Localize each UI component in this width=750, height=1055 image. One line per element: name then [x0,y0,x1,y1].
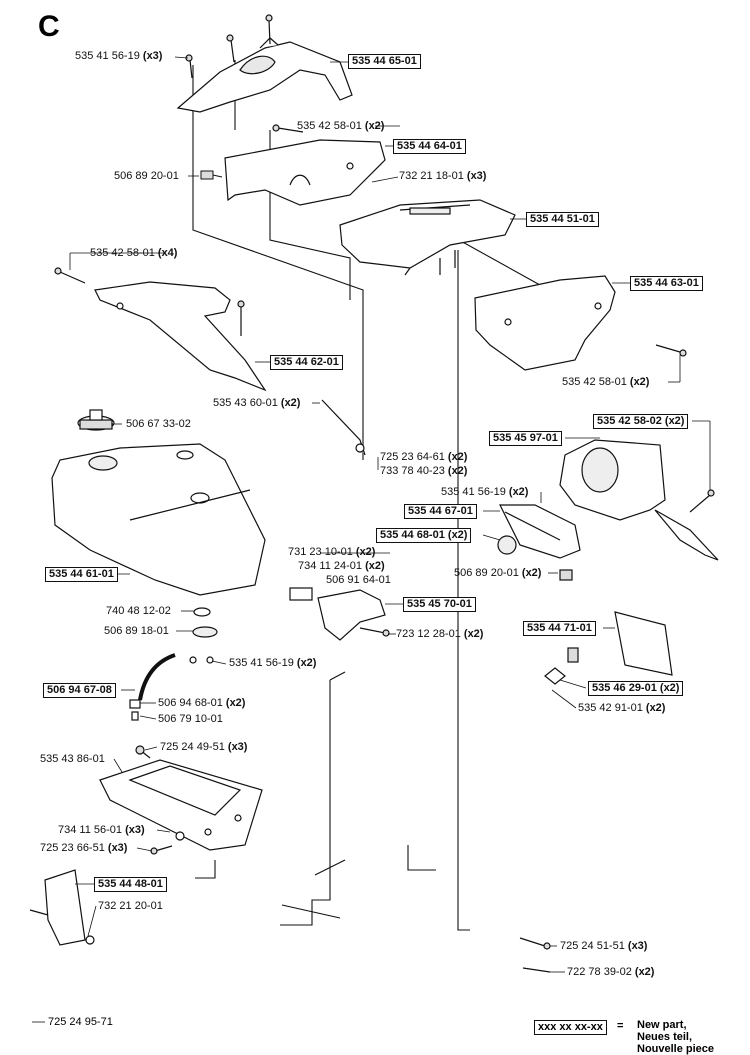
side-panel-left-part [94,281,267,392]
fuel-tank-part [51,443,266,596]
headlight-housing-part [559,439,719,561]
legend-equals: = [617,1020,624,1032]
part-label: 732 21 18-01 (x3) [399,170,487,182]
dashboard-panel-part [339,199,516,276]
clip-part [200,170,223,180]
bracket-part [224,139,386,206]
part-label: 535 42 58-01 (x2) [562,376,650,388]
part-label: 723 12 28-01 (x2) [396,628,484,640]
part-label: 535 42 58-01 (x2) [297,120,385,132]
part-label: 535 41 56-19 (x2) [441,486,529,498]
switch-bracket-part [289,399,386,641]
small-cover-part [29,869,95,946]
part-label: 725 24 51-51 (x3) [560,940,648,952]
bolt-5354258-a [272,124,304,133]
bolt-7231228 [359,627,390,637]
part-label-new: 535 46 29-01 (x2) [588,681,684,696]
top-cover-part [176,37,353,113]
part-label: 722 78 39-02 (x2) [567,966,655,978]
part-label-new: 535 44 51-01 [526,212,599,227]
fuel-line-parts [129,607,218,721]
reflector-part [497,504,581,581]
part-label: 535 42 58-01 (x4) [90,247,178,259]
legend-text: New part, Neues teil, Nouvelle piece [637,1019,714,1055]
part-label: 731 23 10-01 (x2) [288,546,376,558]
part-label: 734 11 56-01 (x3) [58,824,145,836]
part-label: 506 89 20-01 (x2) [454,567,542,579]
part-label: 732 21 20-01 [98,900,163,912]
legend-line: Nouvelle piece [637,1043,715,1055]
part-label-new: 506 94 67-08 [43,683,116,698]
part-label: 506 89 20-01 [114,170,179,182]
part-label: 535 43 60-01 (x2) [213,397,301,409]
part-label: 506 79 10-01 [158,713,223,725]
plate-part [544,611,673,685]
part-label-new: 535 44 67-01 [404,504,477,519]
part-label: 535 42 91-01 (x2) [578,702,666,714]
section-letter: C [38,10,60,43]
part-label-new: 535 44 65-01 [348,54,421,69]
part-label-new: 535 44 63-01 [630,276,703,291]
part-label: 535 43 86-01 [40,753,105,765]
legend-code-box: xxx xx xx-xx [534,1020,607,1035]
part-label: 506 67 33-02 [126,418,191,430]
part-label: 506 94 68-01 (x2) [158,697,246,709]
part-label-new: 535 44 68-01 (x2) [376,528,472,543]
legend-line: Neues teil, [637,1031,693,1043]
fuel-cap-part [77,409,115,431]
part-label: 734 11 24-01 (x2) [298,560,385,572]
battery-tray-part [99,759,263,851]
footer-reference-number: 725 24 95-71 [48,1016,113,1028]
part-label-new: 535 44 71-01 [523,621,596,636]
part-label-new: 535 45 70-01 [403,597,476,612]
part-label: 725 23 64-61 (x2) [380,451,468,463]
part-label-new: 535 44 62-01 [270,355,343,370]
part-label: 535 41 56-19 (x3) [75,50,163,62]
part-label: 506 89 18-01 [104,625,169,637]
part-label: 725 23 66-51 (x3) [40,842,128,854]
part-label: 535 41 56-19 (x2) [229,657,317,669]
part-label-new: 535 44 48-01 [94,877,167,892]
bolt-5354258-d [689,489,715,513]
part-label: 506 91 64-01 [326,574,391,586]
part-label-new: 535 44 64-01 [393,139,466,154]
legend-line: New part, [637,1019,687,1031]
side-panel-right-part [474,275,616,371]
screw-group-top [185,14,273,79]
leader-lines [32,56,711,1023]
part-label-new: 535 44 61-01 [45,567,118,582]
part-label: 725 24 49-51 (x3) [160,741,248,753]
bolt-5354258-b [54,267,245,336]
part-label-new: 535 42 58-02 (x2) [593,414,689,429]
bolt-7252451 [519,937,551,973]
part-label-new: 535 45 97-01 [489,431,562,446]
part-label: 733 78 40-23 (x2) [380,465,468,477]
part-label: 740 48 12-02 [106,605,171,617]
bolt-5354258-c [655,344,687,357]
